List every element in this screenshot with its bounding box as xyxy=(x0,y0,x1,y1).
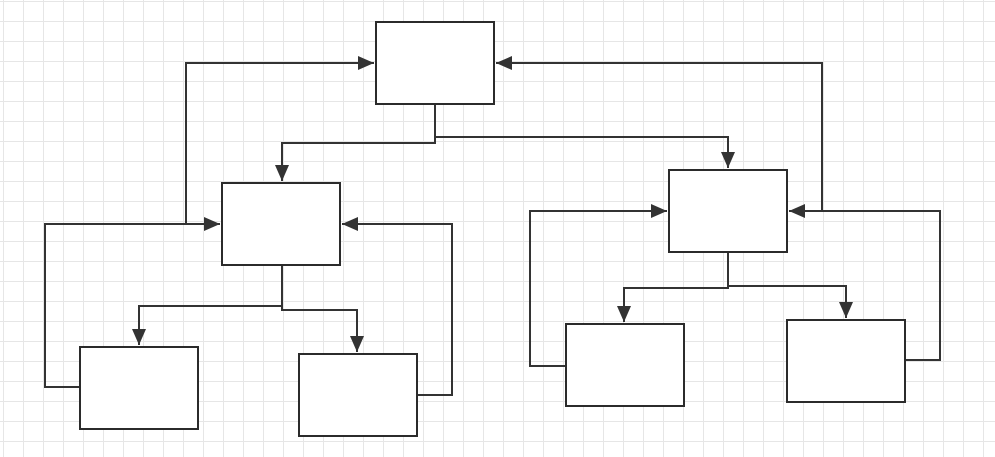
node-right-child-2[interactable] xyxy=(786,319,906,403)
edge-left-child-2-to-left-hub xyxy=(342,223,453,396)
arrowhead-root-to-right-hub xyxy=(721,152,735,168)
edge-left-hub-to-left-child-2 xyxy=(281,306,358,352)
edge-left-hub-to-root xyxy=(185,62,374,224)
edge-right-hub-to-right-child-1 xyxy=(623,252,729,322)
arrowhead-right-hub-to-right-child-1 xyxy=(617,306,631,322)
node-box-left-child-1[interactable] xyxy=(79,346,199,430)
edge-right-hub-to-root xyxy=(496,62,823,211)
node-box-root[interactable] xyxy=(375,21,495,105)
edge-root-to-left-hub xyxy=(281,104,436,181)
node-box-right-child-1[interactable] xyxy=(565,323,685,407)
node-box-right-child-2[interactable] xyxy=(786,319,906,403)
arrowhead-left-hub-to-left-child-2 xyxy=(350,336,364,352)
arrowhead-left-child-1-to-left-hub xyxy=(204,217,220,231)
node-box-left-hub[interactable] xyxy=(221,182,341,266)
edge-right-hub-to-right-child-2 xyxy=(727,285,847,318)
arrowhead-left-hub-to-left-child-1 xyxy=(132,329,146,345)
node-right-hub[interactable] xyxy=(668,169,788,253)
node-left-child-1[interactable] xyxy=(79,346,199,430)
arrowhead-right-child-1-to-right-hub xyxy=(651,204,667,218)
edge-left-hub-to-left-child-1 xyxy=(138,265,283,345)
arrowhead-right-hub-to-root xyxy=(496,56,512,70)
edges-layer xyxy=(44,62,941,396)
nodes-layer xyxy=(79,21,906,437)
edge-left-child-1-to-left-hub xyxy=(44,223,220,388)
arrowhead-root-to-left-hub xyxy=(275,165,289,181)
edge-right-child-2-to-right-hub xyxy=(789,210,941,361)
node-box-right-hub[interactable] xyxy=(668,169,788,253)
node-root[interactable] xyxy=(375,21,495,105)
node-left-hub[interactable] xyxy=(221,182,341,266)
arrowhead-left-child-2-to-left-hub xyxy=(342,217,358,231)
node-right-child-1[interactable] xyxy=(565,323,685,407)
arrowhead-right-child-2-to-right-hub xyxy=(789,204,805,218)
node-box-left-child-2[interactable] xyxy=(298,353,418,437)
arrowheads-layer xyxy=(132,56,853,352)
arrowhead-right-hub-to-right-child-2 xyxy=(839,302,853,318)
edge-right-child-1-to-right-hub xyxy=(529,210,667,367)
edge-root-to-right-hub xyxy=(434,104,729,168)
node-left-child-2[interactable] xyxy=(298,353,418,437)
arrowhead-left-hub-to-root xyxy=(358,56,374,70)
